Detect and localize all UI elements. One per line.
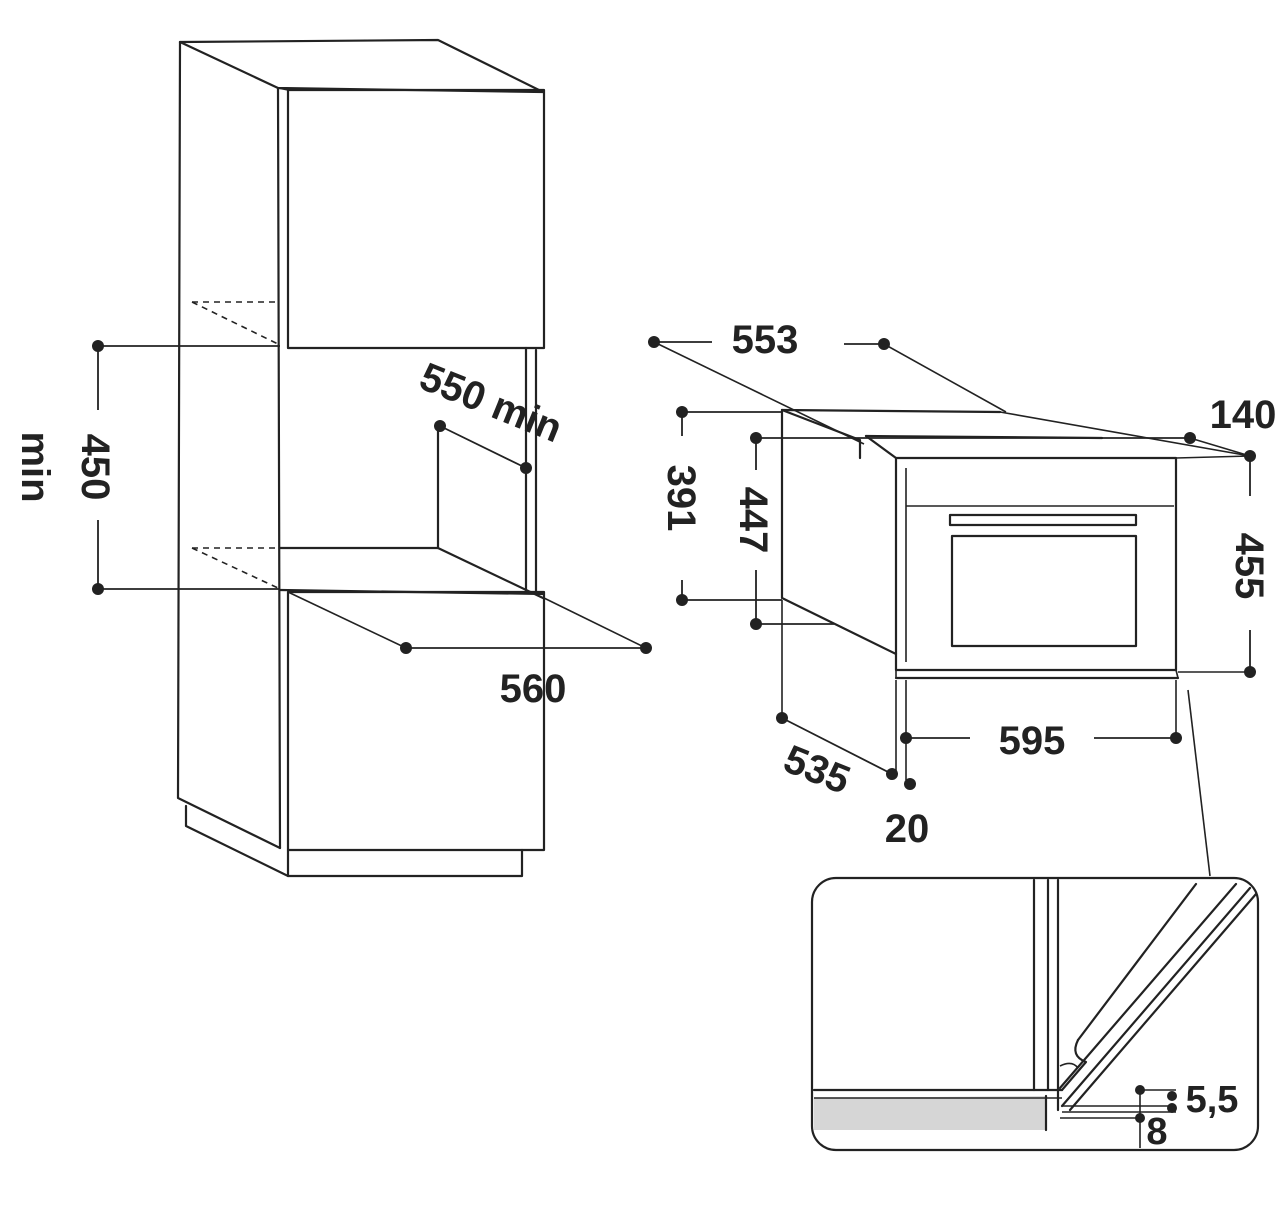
dimension-595: 595 [900, 680, 1182, 780]
dimension-20: 20 [885, 778, 930, 851]
label-535: 535 [778, 737, 856, 803]
label-553: 553 [732, 318, 799, 362]
label-5-5: 5,5 [1186, 1079, 1239, 1121]
label-8: 8 [1146, 1111, 1167, 1153]
dimension-560: 560 [287, 591, 652, 711]
dimension-535: 535 [776, 600, 898, 803]
dimension-140: 140 [756, 393, 1276, 462]
label-560: 560 [500, 667, 567, 711]
label-550-min: 550 min [414, 355, 569, 452]
label-450-min: min [13, 431, 57, 502]
oven-drawing [780, 408, 1251, 680]
label-595: 595 [999, 719, 1066, 763]
detail-shaded-strip [814, 1096, 1046, 1130]
dimension-391: 391 [659, 406, 782, 606]
label-455: 455 [1227, 533, 1271, 600]
label-20: 20 [885, 807, 930, 851]
detail-callout: 5,5 8 [810, 876, 1260, 1153]
label-391: 391 [659, 465, 703, 532]
label-450: 450 [73, 434, 117, 501]
dimension-450-min: 450 min [13, 340, 280, 595]
dimension-553: 553 [648, 318, 1007, 445]
dimension-455: 455 [1227, 456, 1271, 678]
dimension-447: 447 [731, 432, 834, 630]
dimension-550-min: 550 min [414, 355, 569, 474]
label-140: 140 [1210, 393, 1277, 437]
label-447: 447 [731, 487, 775, 554]
cabinet-drawing [176, 38, 546, 878]
detail-leader [1187, 689, 1211, 877]
